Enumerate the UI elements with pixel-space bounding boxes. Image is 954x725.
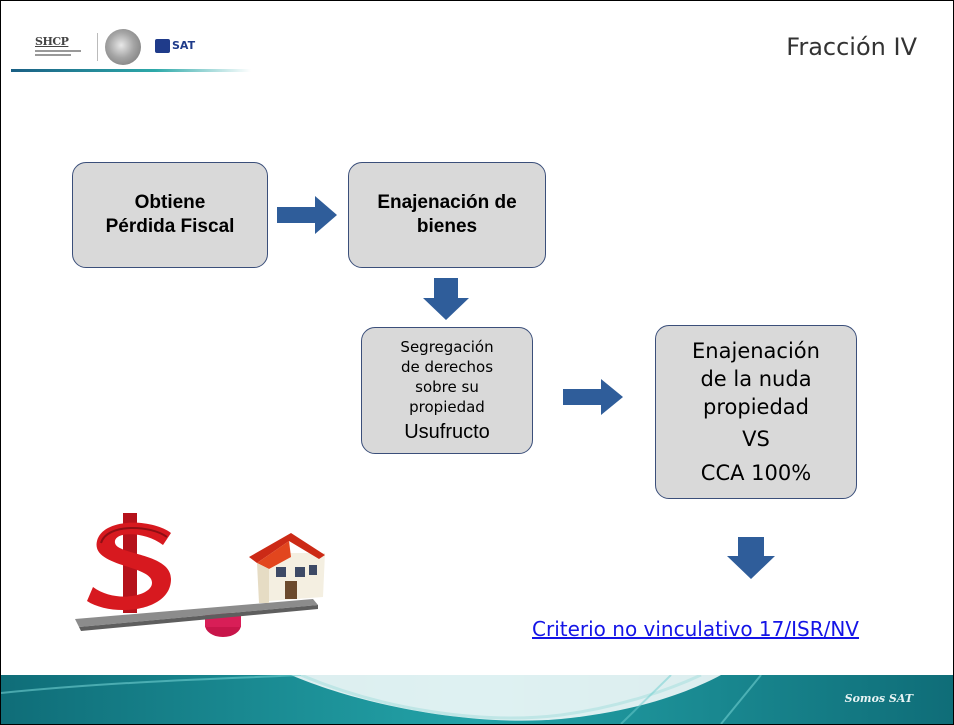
box4-cca: CCA 100%	[700, 461, 812, 485]
box4-line1: Enajenación	[692, 339, 820, 363]
criterio-link[interactable]: Criterio no vinculativo 17/ISR/NV	[532, 617, 859, 641]
box3-line4: propiedad	[409, 397, 485, 416]
box4-vs: VS	[742, 427, 770, 451]
sat-logo-text: SAT	[172, 39, 196, 52]
box4-line2: de la nuda	[700, 367, 812, 391]
box3-line3: sobre su	[415, 377, 479, 396]
box3-usufructo: Usufructo	[404, 420, 490, 443]
page-title: Fracción IV	[786, 33, 917, 61]
arrow-right-icon	[563, 379, 623, 415]
box2-line2: bienes	[416, 216, 478, 237]
box2-line1: Enajenación de	[377, 192, 517, 213]
box-enajenacion-nuda: Enajenación de la nuda propiedad VS CCA …	[655, 325, 857, 499]
box-enajenacion-bienes: Enajenación de bienes	[348, 162, 546, 268]
arrow-right-icon	[277, 196, 337, 234]
box1-line1: Obtiene	[134, 192, 206, 213]
box3-line2: de derechos	[400, 357, 494, 376]
box-segregacion: Segregación de derechos sobre su propied…	[361, 327, 533, 454]
sat-mark-icon	[155, 38, 170, 53]
box4-line3: propiedad	[703, 395, 809, 419]
brand-logo: Somos SAT	[844, 692, 913, 705]
logo-separator	[97, 33, 98, 61]
dollar-icon	[87, 513, 171, 613]
shcp-logo: SHCP	[35, 35, 87, 59]
arrow-down-icon	[423, 278, 469, 320]
box1-line2: Pérdida Fiscal	[105, 216, 235, 237]
footer-band	[1, 675, 953, 724]
shcp-logo-text: SHCP	[35, 35, 69, 48]
arrow-down-icon	[727, 537, 775, 579]
dollar-house-scale-illustration	[75, 513, 325, 637]
seal-icon	[105, 29, 141, 65]
box3-line1: Segregación	[400, 337, 494, 356]
house-icon	[249, 533, 325, 603]
sat-logo: SAT	[155, 35, 265, 53]
header-divider	[11, 69, 251, 72]
box-obtiene-perdida: Obtiene Pérdida Fiscal	[72, 162, 268, 268]
